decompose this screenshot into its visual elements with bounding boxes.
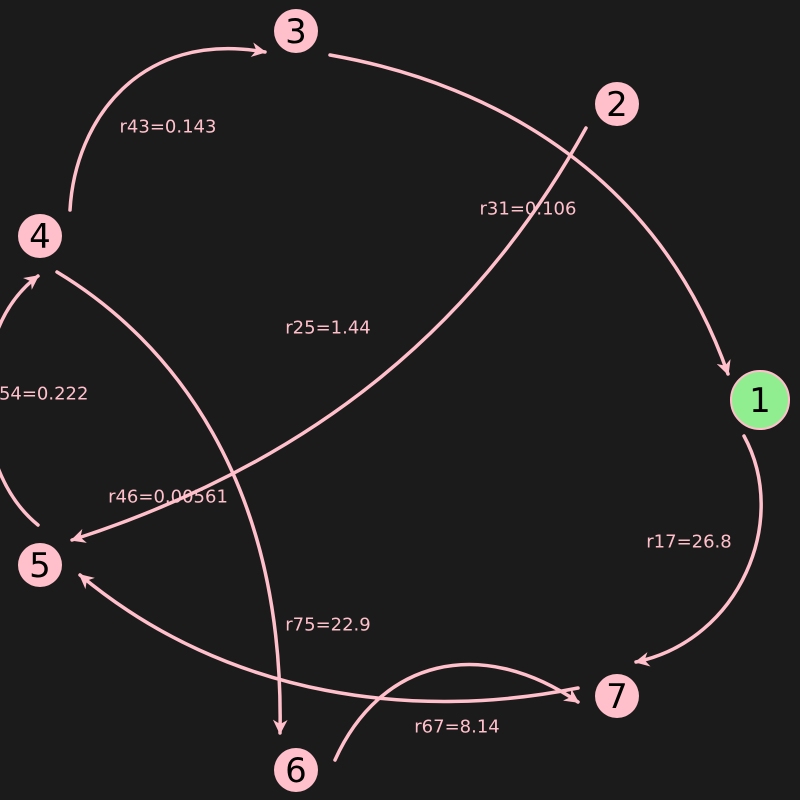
edge-label-r67: r67=8.14 [414,717,499,738]
node-circle-1 [730,370,790,430]
edge-label-r43: r43=0.143 [120,117,217,138]
node-3: 3 [274,9,318,53]
edge-3-to-1 [328,53,731,376]
node-circle-3 [274,9,318,53]
node-label-5: 5 [29,546,51,586]
edge-label-r75: r75=22.9 [285,615,370,636]
edge-2-to-5 [70,126,588,543]
edge-label-r54: r54=0.222 [0,384,88,405]
node-label-4: 4 [29,217,51,257]
node-circle-2 [595,82,639,126]
nodes: 1 2 3 4 5 6 7 [18,9,790,792]
edge-1-to-7 [634,434,763,667]
edge-4-to-3 [68,42,267,212]
edge-labels: r43=0.143 r31=0.106 r25=1.44 r54=0.222 r46=0… [0,117,732,738]
node-2: 2 [595,82,639,126]
node-label-3: 3 [285,12,307,52]
node-label-6: 6 [285,751,307,791]
edge-label-r25: r25=1.44 [285,318,370,339]
edge-label-r46: r46=0.00561 [108,487,228,508]
node-label-2: 2 [606,85,628,125]
node-4: 4 [18,214,62,258]
edge-5-to-4 [0,274,40,527]
edge-4-to-6 [55,270,288,735]
node-label-7: 7 [606,677,628,717]
node-7: 7 [595,674,639,718]
node-6: 6 [274,748,318,792]
edge-label-r17: r17=26.8 [646,532,731,553]
node-circle-6 [274,748,318,792]
edge-6-to-7 [333,662,580,762]
edge-label-r31: r31=0.106 [480,199,577,220]
node-circle-4 [18,214,62,258]
edges [0,42,763,762]
node-5: 5 [18,543,62,587]
node-1: 1 [730,370,790,430]
node-label-1: 1 [749,381,771,421]
node-circle-7 [595,674,639,718]
edge-7-to-5 [78,573,580,704]
node-circle-5 [18,543,62,587]
